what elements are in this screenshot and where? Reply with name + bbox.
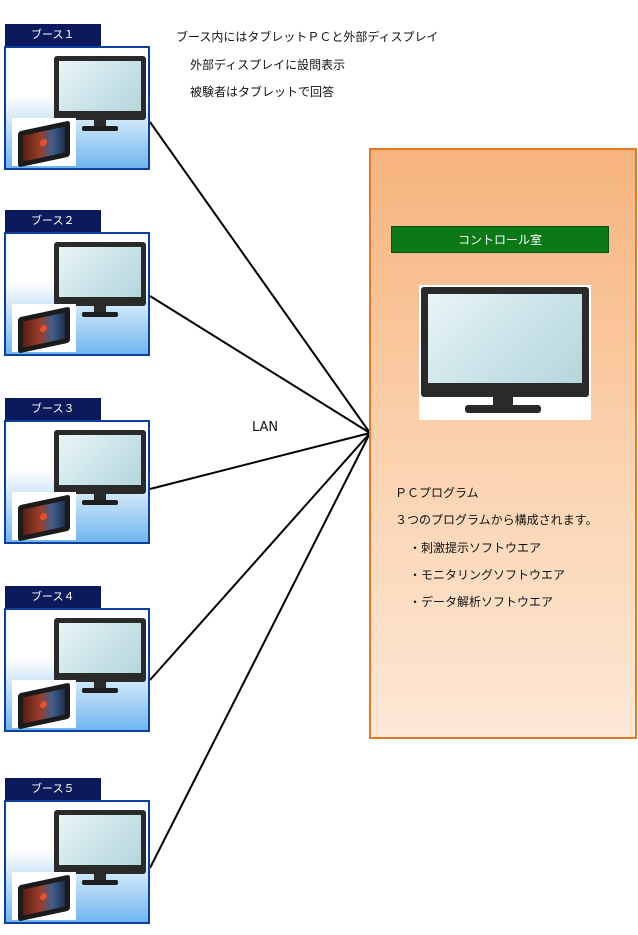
booth-panel bbox=[4, 46, 150, 170]
booth-note: 外部ディスプレイに設問表示 bbox=[190, 58, 346, 72]
booth-label: ブース３ bbox=[5, 398, 101, 420]
software-item: ・モニタリングソフトウエア bbox=[409, 568, 566, 582]
booth-label: ブース４ bbox=[5, 586, 101, 608]
display-monitor-icon bbox=[54, 618, 146, 693]
booth-label: ブース５ bbox=[5, 778, 101, 800]
booth-panel bbox=[4, 232, 150, 356]
display-monitor-icon bbox=[54, 810, 146, 885]
tablet-icon bbox=[12, 492, 76, 542]
tablet-icon bbox=[12, 118, 76, 168]
booth-note: ブース内にはタブレットＰＣと外部ディスプレイ bbox=[176, 30, 439, 44]
tablet-icon bbox=[12, 872, 76, 922]
booth-label: ブース１ bbox=[5, 24, 101, 46]
lan-line-booth-2 bbox=[149, 295, 371, 434]
lan-line-booth-1 bbox=[149, 121, 371, 434]
booth-panel bbox=[4, 420, 150, 544]
control-room-title: コントロール室 bbox=[391, 226, 609, 253]
lan-line-booth-4 bbox=[149, 432, 371, 681]
tablet-icon bbox=[12, 680, 76, 730]
software-item: ・刺激提示ソフトウエア bbox=[409, 541, 542, 555]
lan-line-booth-3 bbox=[149, 432, 371, 490]
control-pc-monitor-icon bbox=[419, 285, 591, 420]
tablet-icon bbox=[12, 304, 76, 354]
booth-panel bbox=[4, 800, 150, 924]
display-monitor-icon bbox=[54, 430, 146, 505]
lan-label: LAN bbox=[252, 420, 279, 435]
display-monitor-icon bbox=[54, 56, 146, 131]
booth-note: 被験者はタブレットで回答 bbox=[190, 85, 335, 99]
software-item: ・データ解析ソフトウエア bbox=[409, 595, 554, 609]
lan-line-booth-5 bbox=[149, 432, 371, 869]
pc-program-heading: ＰＣプログラム bbox=[395, 486, 479, 500]
booth-label: ブース２ bbox=[5, 210, 101, 232]
display-monitor-icon bbox=[54, 242, 146, 317]
booth-panel bbox=[4, 608, 150, 732]
pc-program-description: ３つのプログラムから構成されます。 bbox=[395, 513, 598, 527]
control-room-panel: コントロール室 ＰＣプログラム ３つのプログラムから構成されます。 ・刺激提示ソ… bbox=[369, 148, 637, 739]
